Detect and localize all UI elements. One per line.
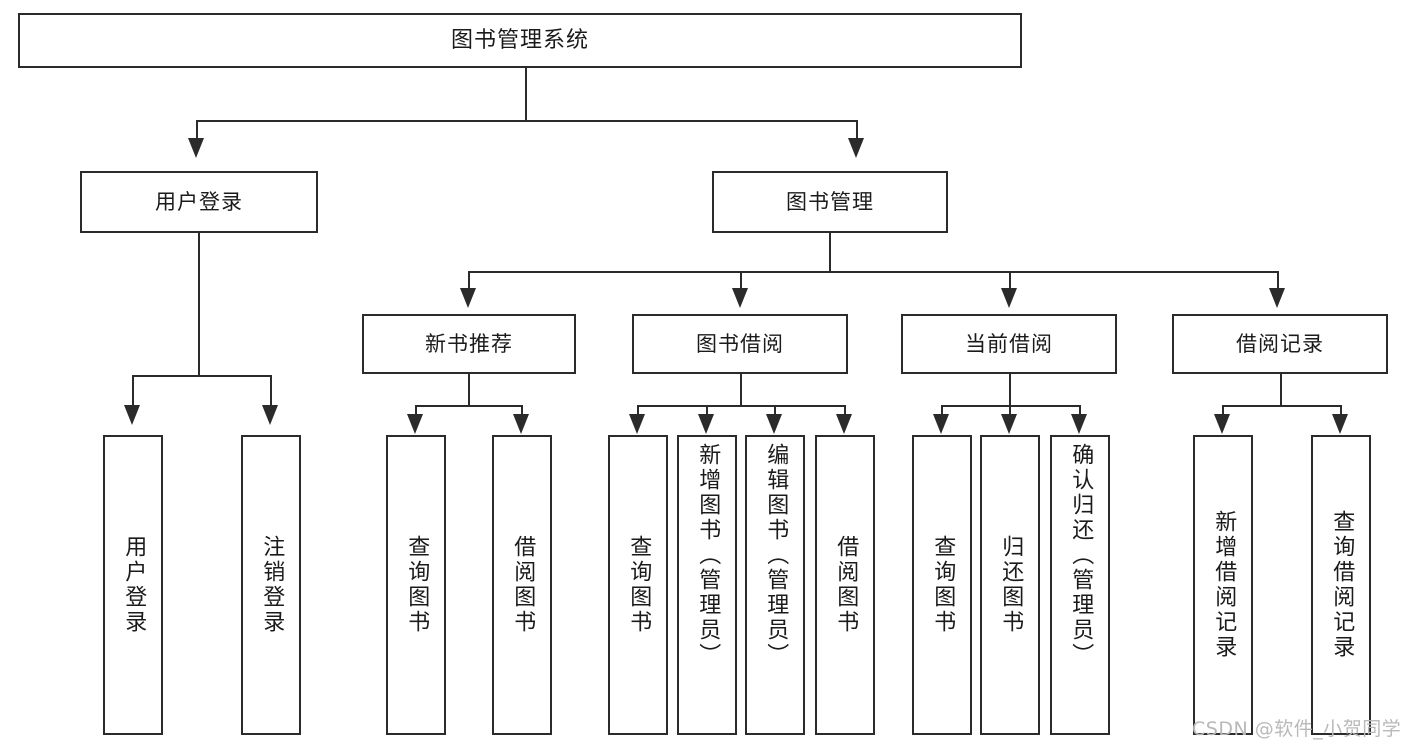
node-label: 查询图书	[404, 535, 430, 635]
node-root-system[interactable]: 图书管理系统	[18, 13, 1022, 68]
arrow-user-login-l1	[124, 405, 140, 425]
connector-book-manage-bus	[468, 271, 1278, 273]
leaf-user-logout[interactable]: 注销登录	[241, 435, 301, 735]
node-borrow-record[interactable]: 借阅记录	[1172, 314, 1388, 374]
leaf-query-book-3[interactable]: 查询图书	[912, 435, 972, 735]
arrow-bm-to-book-borrow	[732, 288, 748, 308]
node-label: 编辑图书（管理员）	[763, 443, 789, 668]
node-label: 图书管理	[786, 189, 874, 214]
node-label: 用户登录	[155, 189, 243, 214]
arrow-root-to-user-login	[188, 138, 204, 158]
connector-cb-l3	[1079, 405, 1081, 417]
node-book-borrow[interactable]: 图书借阅	[632, 314, 848, 374]
node-label: 注销登录	[259, 535, 285, 635]
node-label: 图书管理系统	[450, 27, 589, 53]
node-user-login[interactable]: 用户登录	[80, 171, 318, 233]
node-new-book-recommend[interactable]: 新书推荐	[362, 314, 576, 374]
node-label: 查询图书	[626, 535, 652, 635]
node-label: 借阅图书	[833, 535, 859, 635]
connector-bb-stem	[740, 374, 742, 405]
connector-bm-c4	[1277, 271, 1279, 289]
arrow-user-login-l2	[262, 405, 278, 425]
leaf-add-record[interactable]: 新增借阅记录	[1193, 435, 1253, 735]
connector-user-login-bus	[132, 375, 270, 377]
node-label: 用户登录	[121, 535, 147, 635]
connector-bm-c2	[740, 271, 742, 289]
connector-br-stem	[1280, 374, 1282, 405]
node-label: 借阅图书	[510, 535, 536, 635]
connector-br-bus	[1222, 405, 1340, 407]
connector-bb-l4	[844, 405, 846, 417]
connector-bb-bus	[637, 405, 844, 407]
arrow-cb-l3	[1071, 414, 1087, 434]
node-label: 图书借阅	[696, 331, 784, 356]
arrow-nbr-l1	[407, 414, 423, 434]
node-label: 查询借阅记录	[1329, 510, 1355, 660]
arrow-cb-l1	[933, 414, 949, 434]
connector-cb-l2	[1009, 405, 1011, 417]
connector-br-l1	[1222, 405, 1224, 417]
connector-bb-l2	[706, 405, 708, 417]
connector-root-stem	[525, 68, 527, 120]
node-label: 新增借阅记录	[1211, 510, 1237, 660]
leaf-return-book[interactable]: 归还图书	[980, 435, 1040, 735]
connector-book-manage-stem	[829, 233, 831, 271]
arrow-bm-to-new-book-recommend	[460, 288, 476, 308]
node-label: 新增图书（管理员）	[695, 443, 721, 668]
arrow-bm-to-borrow-record	[1269, 288, 1285, 308]
arrow-bm-to-current-borrow	[1001, 288, 1017, 308]
connector-user-login-stem	[198, 233, 200, 375]
connector-nbr-stem	[468, 374, 470, 405]
leaf-query-record[interactable]: 查询借阅记录	[1311, 435, 1371, 735]
node-label: 归还图书	[998, 535, 1024, 635]
connector-br-l2	[1340, 405, 1342, 417]
connector-bm-c1	[468, 271, 470, 289]
connector-bb-l3	[774, 405, 776, 417]
arrow-br-l1	[1214, 414, 1230, 434]
leaf-borrow-book-1[interactable]: 借阅图书	[492, 435, 552, 735]
node-label: 借阅记录	[1236, 331, 1324, 356]
connector-bm-c3	[1009, 271, 1011, 289]
node-book-manage[interactable]: 图书管理	[712, 171, 948, 233]
arrow-cb-l2	[1001, 414, 1017, 434]
leaf-confirm-return[interactable]: 确认归还（管理员）	[1050, 435, 1110, 735]
arrow-bb-l2	[698, 414, 714, 434]
node-label: 查询图书	[930, 535, 956, 635]
connector-nbr-l2	[521, 405, 523, 417]
leaf-query-book-1[interactable]: 查询图书	[386, 435, 446, 735]
leaf-edit-book[interactable]: 编辑图书（管理员）	[745, 435, 805, 735]
arrow-root-to-book-manage	[848, 138, 864, 158]
connector-user-login-l1	[132, 375, 134, 407]
node-current-borrow[interactable]: 当前借阅	[901, 314, 1117, 374]
arrow-bb-l4	[836, 414, 852, 434]
node-label: 当前借阅	[965, 331, 1053, 356]
connector-nbr-bus	[415, 405, 521, 407]
node-label: 新书推荐	[425, 331, 513, 356]
connector-nbr-l1	[415, 405, 417, 417]
arrow-bb-l3	[766, 414, 782, 434]
watermark-text: CSDN @软件_小贺同学	[1192, 718, 1402, 740]
leaf-borrow-book-2[interactable]: 借阅图书	[815, 435, 875, 735]
connector-root-bus	[196, 120, 856, 122]
arrow-bb-l1	[629, 414, 645, 434]
leaf-query-book-2[interactable]: 查询图书	[608, 435, 668, 735]
arrow-nbr-l2	[513, 414, 529, 434]
connector-user-login-l2	[270, 375, 272, 407]
connector-root-to-user-login	[196, 120, 198, 140]
node-label: 确认归还（管理员）	[1068, 443, 1094, 668]
connector-cb-stem	[1009, 374, 1011, 405]
arrow-br-l2	[1332, 414, 1348, 434]
connector-cb-l1	[941, 405, 943, 417]
connector-bb-l1	[637, 405, 639, 417]
leaf-user-login[interactable]: 用户登录	[103, 435, 163, 735]
connector-root-to-book-manage	[856, 120, 858, 140]
leaf-add-book[interactable]: 新增图书（管理员）	[677, 435, 737, 735]
